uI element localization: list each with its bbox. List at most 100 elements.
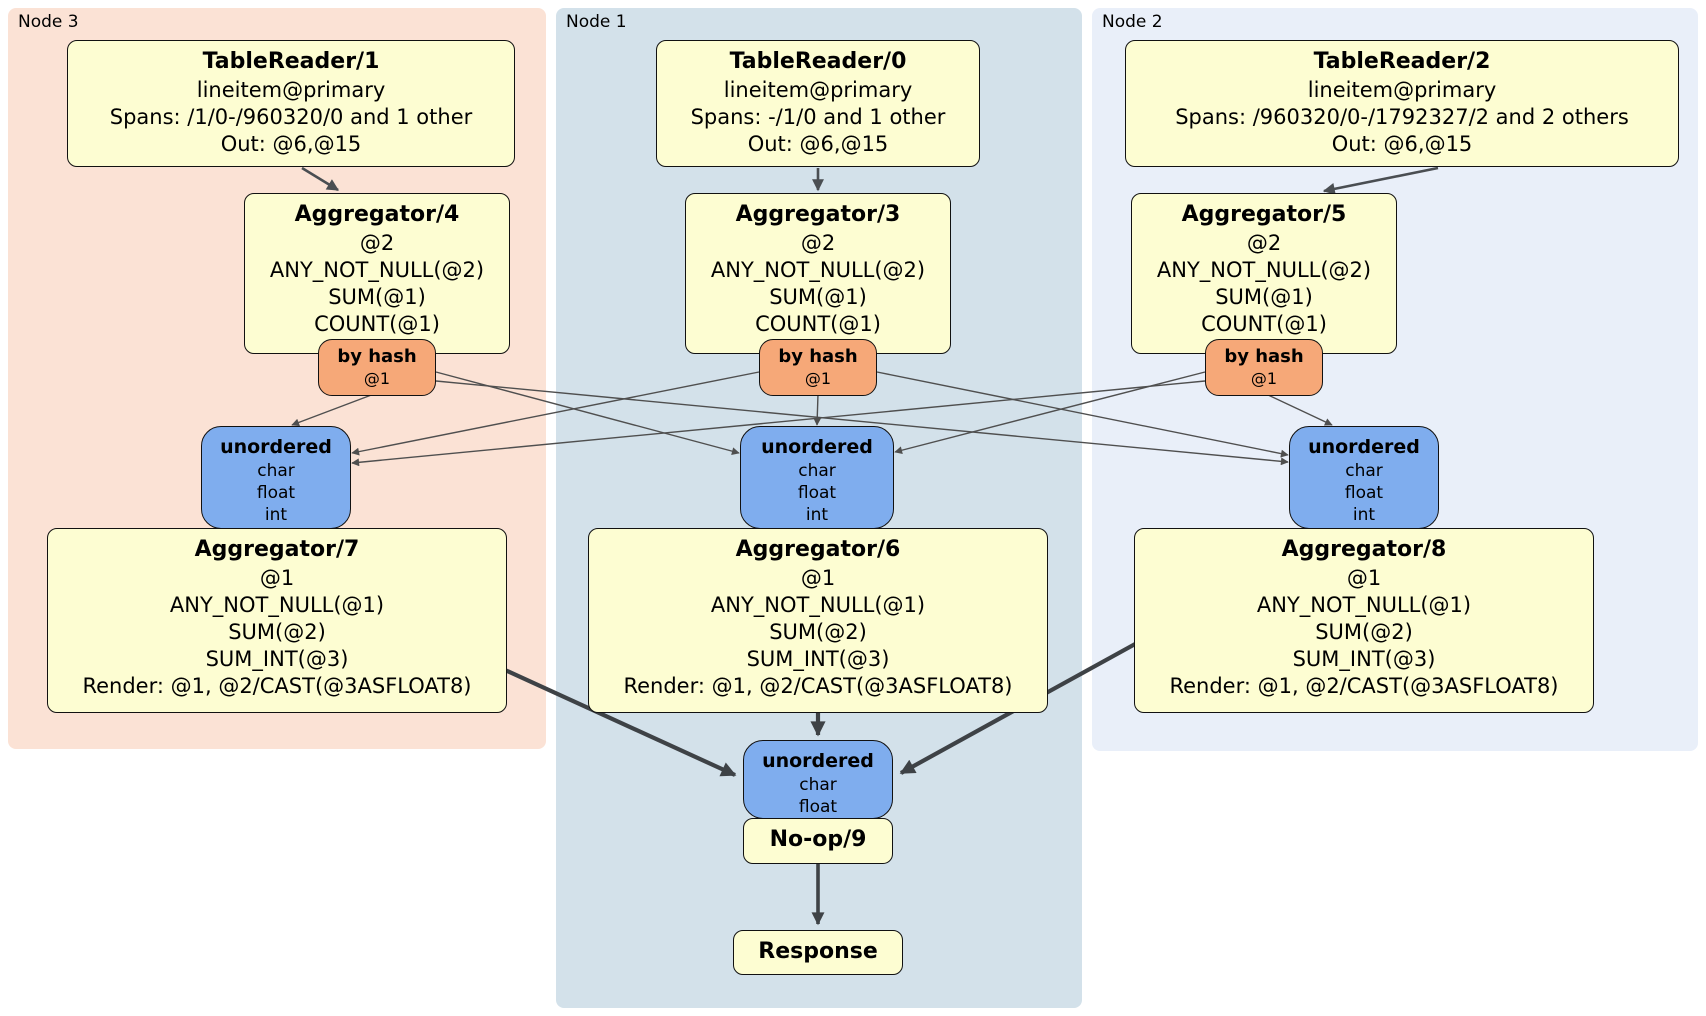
node-detail: SUM(@2) xyxy=(1315,620,1413,644)
node-detail: ANY_NOT_NULL(@2) xyxy=(1156,258,1372,282)
node-title: Aggregator/6 xyxy=(735,537,901,562)
node-detail: Render: @1, @2/CAST(@3ASFLOAT8) xyxy=(1169,674,1559,698)
router-title: by hash xyxy=(337,346,417,367)
node-detail: lineitem@primary xyxy=(196,78,386,102)
node-tablereader-0: TableReader/0 lineitem@primary Spans: -/… xyxy=(656,40,980,167)
sync-title: unordered xyxy=(1308,436,1420,458)
node-detail: SUM_INT(@3) xyxy=(1292,647,1436,671)
sync-title: unordered xyxy=(220,436,332,458)
node-title: TableReader/0 xyxy=(729,49,907,74)
node-tablereader-1: TableReader/1 lineitem@primary Spans: /1… xyxy=(67,40,515,167)
node-detail: COUNT(@1) xyxy=(314,312,440,336)
node-aggregator-6: Aggregator/6 @1 ANY_NOT_NULL(@1) SUM(@2)… xyxy=(588,528,1048,713)
router-by-hash-node2: by hash @1 xyxy=(1205,339,1323,396)
edge-hash1-sync3 xyxy=(351,371,760,456)
node-detail: @2 xyxy=(800,231,836,255)
node-detail: ANY_NOT_NULL(@1) xyxy=(169,593,385,617)
node-detail: ANY_NOT_NULL(@1) xyxy=(1256,593,1472,617)
router-key: @1 xyxy=(1250,369,1278,388)
node-detail: ANY_NOT_NULL(@1) xyxy=(710,593,926,617)
node-title: Response xyxy=(758,939,878,964)
node-title: Aggregator/7 xyxy=(194,537,360,562)
sync-type: float xyxy=(797,483,837,503)
panel-label-node-3: Node 3 xyxy=(18,12,79,32)
node-detail: SUM_INT(@3) xyxy=(205,647,349,671)
node-detail: SUM(@1) xyxy=(769,285,867,309)
node-response: Response xyxy=(733,930,903,975)
node-detail: Spans: /1/0-/960320/0 and 1 other xyxy=(109,105,473,129)
node-detail: @2 xyxy=(359,231,395,255)
sync-unordered-node2: unordered char float int xyxy=(1289,426,1439,529)
node-detail: COUNT(@1) xyxy=(755,312,881,336)
node-detail: @1 xyxy=(259,566,295,590)
node-detail: SUM(@2) xyxy=(228,620,326,644)
node-aggregator-4: Aggregator/4 @2 ANY_NOT_NULL(@2) SUM(@1)… xyxy=(244,193,510,354)
node-aggregator-3: Aggregator/3 @2 ANY_NOT_NULL(@2) SUM(@1)… xyxy=(685,193,951,354)
router-by-hash-node1: by hash @1 xyxy=(759,339,877,396)
node-noop-9: No-op/9 xyxy=(743,818,893,864)
sync-unordered-final: unordered char float xyxy=(743,740,893,819)
node-title: No-op/9 xyxy=(769,827,867,852)
edge-hash2-sync3 xyxy=(351,380,1206,467)
node-aggregator-5: Aggregator/5 @2 ANY_NOT_NULL(@2) SUM(@1)… xyxy=(1131,193,1397,354)
node-detail: SUM(@1) xyxy=(1215,285,1313,309)
router-key: @1 xyxy=(363,369,391,388)
sync-type: int xyxy=(1352,505,1376,525)
node-detail: Render: @1, @2/CAST(@3ASFLOAT8) xyxy=(623,674,1013,698)
edge-hash1-sync2 xyxy=(876,371,1289,458)
sync-type: float xyxy=(256,483,296,503)
panel-label-node-2: Node 2 xyxy=(1102,12,1163,32)
node-detail: COUNT(@1) xyxy=(1201,312,1327,336)
sync-unordered-node3: unordered char float int xyxy=(201,426,351,529)
node-title: Aggregator/8 xyxy=(1281,537,1447,562)
node-detail: Out: @6,@15 xyxy=(747,132,889,156)
sync-title: unordered xyxy=(762,750,874,772)
node-detail: Out: @6,@15 xyxy=(220,132,362,156)
node-tablereader-2: TableReader/2 lineitem@primary Spans: /9… xyxy=(1125,40,1679,167)
edge-hash2-sync1 xyxy=(894,371,1206,455)
router-title: by hash xyxy=(778,346,858,367)
node-detail: Out: @6,@15 xyxy=(1331,132,1473,156)
node-detail: SUM(@2) xyxy=(769,620,867,644)
node-detail: @2 xyxy=(1246,231,1282,255)
sync-type: float xyxy=(798,797,838,817)
node-title: Aggregator/4 xyxy=(294,202,460,227)
node-detail: @1 xyxy=(1346,566,1382,590)
router-title: by hash xyxy=(1224,346,1304,367)
panel-label-node-1: Node 1 xyxy=(566,12,627,32)
node-aggregator-8: Aggregator/8 @1 ANY_NOT_NULL(@1) SUM(@2)… xyxy=(1134,528,1594,713)
edge-tr1-agg4 xyxy=(301,166,340,192)
node-aggregator-7: Aggregator/7 @1 ANY_NOT_NULL(@1) SUM(@2)… xyxy=(47,528,507,713)
edge-hash1-sync1 xyxy=(813,393,822,426)
sync-type: char xyxy=(799,775,837,795)
sync-type: float xyxy=(1344,483,1384,503)
router-by-hash-node3: by hash @1 xyxy=(318,339,436,396)
node-detail: ANY_NOT_NULL(@2) xyxy=(710,258,926,282)
node-title: Aggregator/5 xyxy=(1181,202,1347,227)
edge-hash3-sync3 xyxy=(291,393,375,427)
edge-hash3-sync2 xyxy=(435,380,1289,466)
sync-type: int xyxy=(264,505,288,525)
edge-tr2-agg5 xyxy=(1322,166,1439,195)
sync-unordered-node1: unordered char float int xyxy=(740,426,894,529)
node-detail: lineitem@primary xyxy=(723,78,913,102)
sync-type: char xyxy=(798,461,836,481)
sync-type: char xyxy=(257,461,295,481)
node-detail: Spans: -/1/0 and 1 other xyxy=(690,105,946,129)
node-detail: SUM_INT(@3) xyxy=(746,647,890,671)
node-title: TableReader/1 xyxy=(202,49,380,74)
node-detail: Spans: /960320/0-/1792327/2 and 2 others xyxy=(1175,105,1629,129)
node-detail: ANY_NOT_NULL(@2) xyxy=(269,258,485,282)
node-detail: lineitem@primary xyxy=(1307,78,1497,102)
sync-type: int xyxy=(805,505,829,525)
sync-type: char xyxy=(1345,461,1383,481)
node-detail: SUM(@1) xyxy=(328,285,426,309)
node-detail: Render: @1, @2/CAST(@3ASFLOAT8) xyxy=(82,674,472,698)
edge-agg7-syncfinal xyxy=(504,668,737,777)
sync-title: unordered xyxy=(761,436,873,458)
node-title: Aggregator/3 xyxy=(735,202,901,227)
node-title: TableReader/2 xyxy=(1313,49,1491,74)
edge-hash2-sync2 xyxy=(1265,393,1333,426)
